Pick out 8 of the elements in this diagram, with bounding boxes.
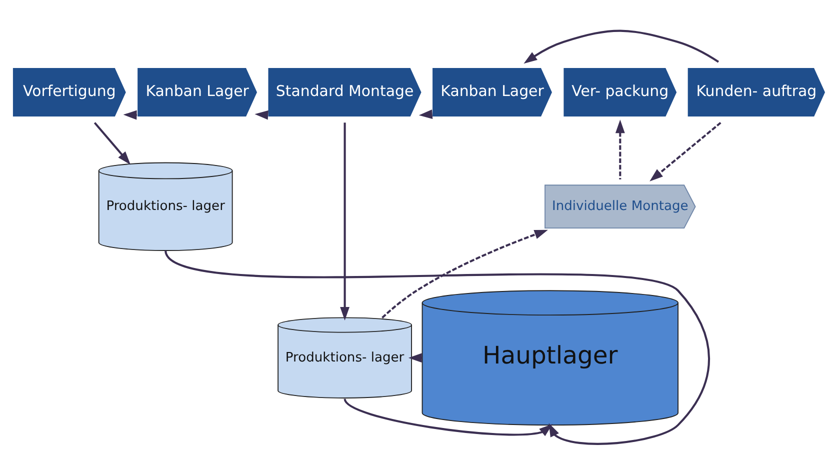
- arrow: [344, 398, 553, 436]
- arrow: [94, 122, 131, 164]
- arrow: [650, 121, 722, 181]
- arrow: [615, 119, 625, 179]
- arrow: [340, 122, 350, 320]
- arrow: [524, 29, 720, 64]
- arrow: [382, 229, 548, 318]
- arrow: [408, 352, 422, 362]
